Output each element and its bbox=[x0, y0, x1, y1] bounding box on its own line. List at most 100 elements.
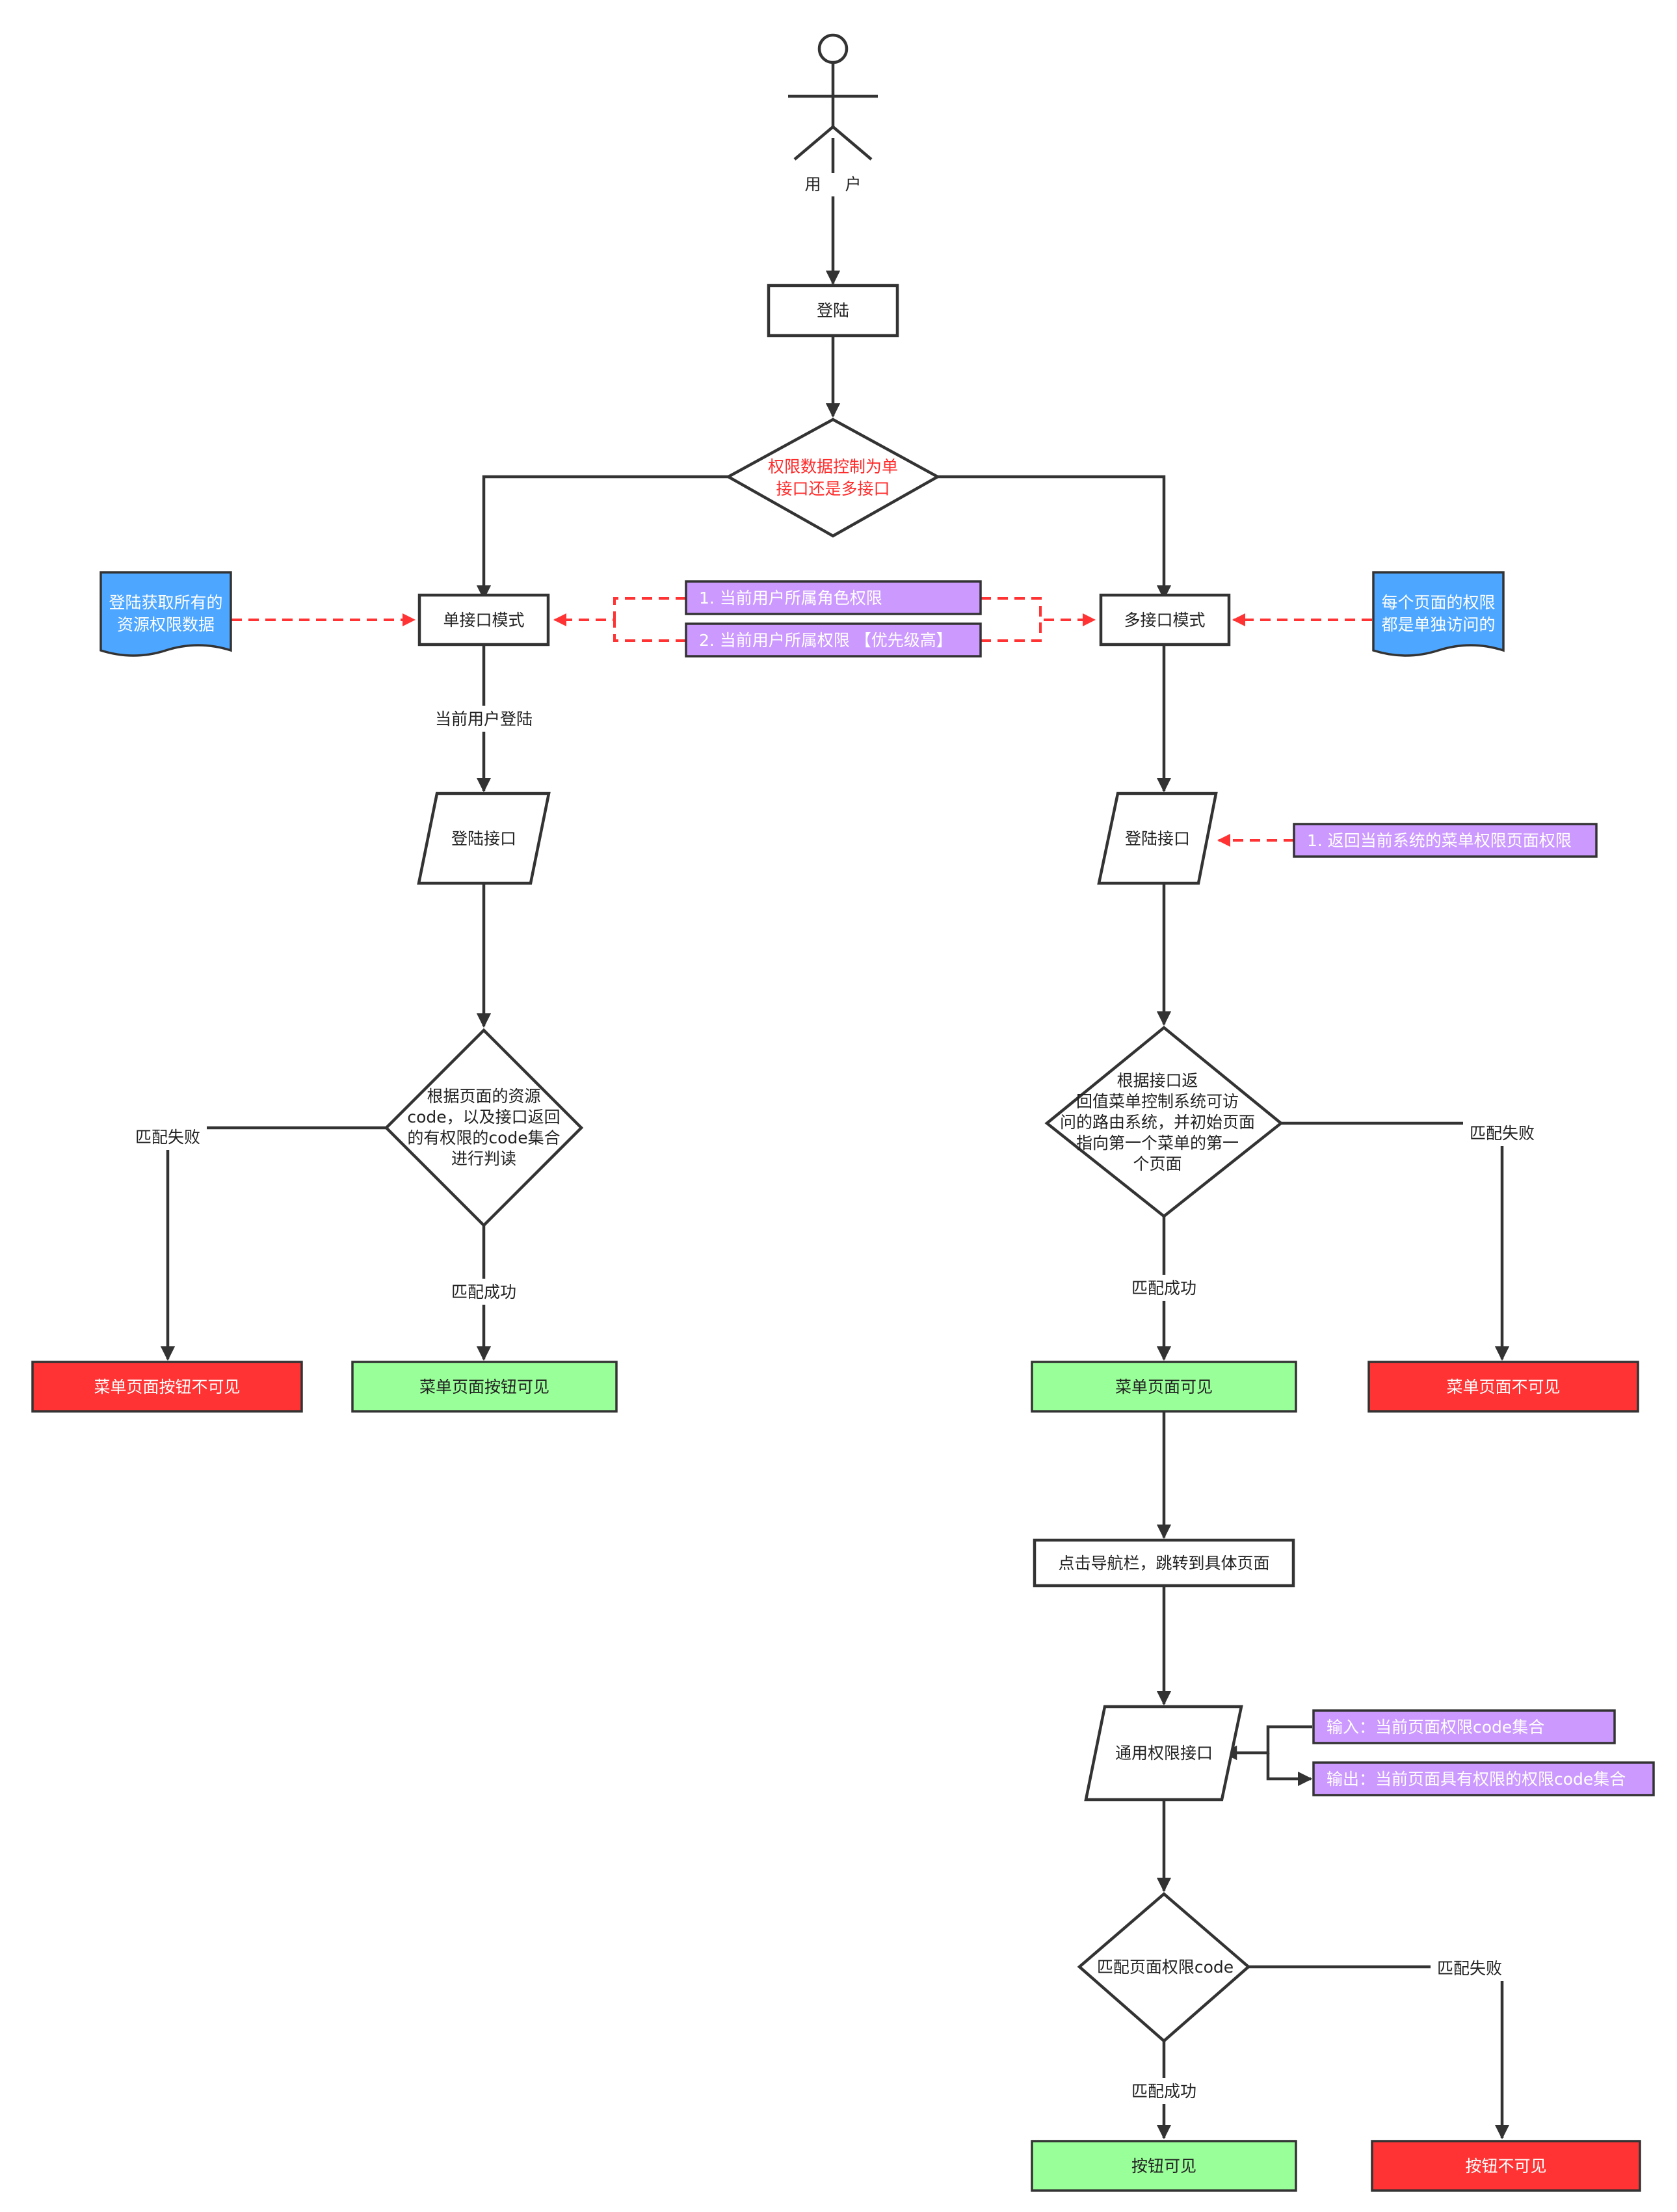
decision-line-2: 接口还是多接口 bbox=[776, 479, 890, 498]
single-mode-label: 单接口模式 bbox=[443, 611, 524, 630]
doc-left-line-1: 登陆获取所有的 bbox=[109, 593, 222, 612]
left-ok-rect bbox=[351, 1361, 618, 1413]
login-box bbox=[767, 284, 899, 338]
multi-mode-box bbox=[1099, 593, 1231, 646]
edge-decision-single bbox=[476, 475, 728, 600]
bottom-fail-label-bg bbox=[1431, 1955, 1509, 1981]
multi-mode-label: 多接口模式 bbox=[1124, 611, 1205, 630]
right-judge: 根据接口返 回值菜单控制系统可访 问的路由系统，并初始页面 指向第一个菜单的第一… bbox=[1044, 1026, 1284, 1218]
note-menu: 1. 返回当前系统的菜单权限页面权限 bbox=[1293, 823, 1598, 858]
left-fail-rect bbox=[31, 1361, 303, 1413]
actor-label-1: 用 bbox=[804, 175, 821, 194]
single-mode-box bbox=[417, 593, 550, 646]
edge-label-right-ok: 匹配成功 bbox=[1125, 1275, 1203, 1301]
edge-commonapi-output bbox=[1266, 1753, 1313, 1787]
note-role: 1. 当前用户所属角色权限 bbox=[685, 580, 982, 615]
left-judge-line-4: 进行判读 bbox=[451, 1149, 516, 1168]
current-user-login-bg bbox=[421, 706, 546, 732]
left-fail-text: 菜单页面按钮不可见 bbox=[94, 1378, 240, 1396]
match-code-diamond bbox=[1077, 1892, 1251, 2043]
decision-single-or-multi: 权限数据控制为单 接口还是多接口 bbox=[725, 418, 941, 538]
match-code-label: 匹配页面权限code bbox=[1097, 1958, 1234, 1977]
note-own: 2. 当前用户所属权限 【优先级高】 bbox=[685, 622, 982, 658]
left-fail-box: 菜单页面按钮不可见 bbox=[31, 1361, 303, 1413]
actor-label-bg bbox=[801, 173, 865, 196]
left-fail-label-bg bbox=[129, 1124, 207, 1150]
right-judge-line-2: 回值菜单控制系统可访 bbox=[1076, 1092, 1239, 1111]
edge-label-left-fail: 匹配失败 bbox=[129, 1124, 207, 1150]
node-login: 登陆 bbox=[767, 284, 899, 338]
edge-label-bottom-ok: 匹配成功 bbox=[1125, 2078, 1203, 2104]
note-role-label: 1. 当前用户所属角色权限 bbox=[699, 589, 882, 607]
note-input-label: 输入：当前页面权限code集合 bbox=[1327, 1718, 1544, 1737]
doc-left-shape bbox=[99, 571, 232, 657]
note-menu-box bbox=[1293, 823, 1598, 858]
actor-leg-right bbox=[832, 126, 873, 161]
btn-ok-rect bbox=[1031, 2140, 1297, 2192]
right-fail-label-bg bbox=[1463, 1120, 1541, 1146]
left-login-api-label: 登陆接口 bbox=[451, 829, 516, 848]
doc-left: 登陆获取所有的 资源权限数据 bbox=[99, 571, 232, 657]
right-fail-box: 菜单页面不可见 bbox=[1367, 1361, 1639, 1413]
dash-note-role-single bbox=[553, 597, 686, 626]
edge-label-bottom-fail: 匹配失败 bbox=[1431, 1955, 1509, 1981]
user-actor: 用 户 bbox=[788, 33, 878, 196]
match-code-decision: 匹配页面权限code bbox=[1077, 1892, 1251, 2043]
note-role-box bbox=[685, 580, 982, 615]
node-common-api: 通用权限接口 bbox=[1084, 1705, 1243, 1802]
nav-click-box bbox=[1033, 1538, 1295, 1588]
nav-click-label: 点击导航栏，跳转到具体页面 bbox=[1058, 1554, 1269, 1573]
right-fail-text: 菜单页面不可见 bbox=[1446, 1378, 1560, 1396]
left-ok-label-bg bbox=[445, 1279, 523, 1305]
bottom-ok-label-bg bbox=[1125, 2078, 1203, 2104]
right-judge-line-4: 指向第一个菜单的第一 bbox=[1076, 1134, 1239, 1153]
actor-label-2: 户 bbox=[845, 175, 861, 194]
right-ok-label-bg bbox=[1125, 1275, 1203, 1301]
bottom-fail-label: 匹配失败 bbox=[1437, 1959, 1502, 1978]
edge-match-fail bbox=[1248, 1965, 1510, 2140]
left-ok-text: 菜单页面按钮可见 bbox=[419, 1378, 549, 1396]
decision-line-1: 权限数据控制为单 bbox=[768, 457, 898, 476]
right-fail-label: 匹配失败 bbox=[1470, 1124, 1535, 1143]
login-label: 登陆 bbox=[817, 301, 849, 320]
edge-label-current-user-login: 当前用户登陆 bbox=[421, 706, 546, 732]
left-judge-line-3: 的有权限的code集合 bbox=[407, 1128, 560, 1147]
edge-judge-left-fail bbox=[160, 1126, 386, 1361]
actor-leg-left bbox=[793, 126, 834, 161]
decision-diamond bbox=[725, 418, 941, 538]
right-ok-rect bbox=[1031, 1361, 1297, 1413]
btn-ok-text: 按钮可见 bbox=[1131, 2157, 1196, 2176]
left-login-api-shape bbox=[417, 792, 551, 885]
left-judge-line-2: code，以及接口返回 bbox=[407, 1108, 560, 1126]
common-api-label: 通用权限接口 bbox=[1115, 1744, 1213, 1763]
edge-judge-right-fail bbox=[1281, 1121, 1510, 1361]
doc-right: 每个页面的权限 都是单独访问的 bbox=[1372, 571, 1505, 657]
left-fail-label: 匹配失败 bbox=[135, 1128, 200, 1147]
node-left-login-api: 登陆接口 bbox=[417, 792, 551, 885]
btn-fail-text: 按钮不可见 bbox=[1465, 2157, 1546, 2176]
doc-right-line-2: 都是单独访问的 bbox=[1381, 615, 1495, 634]
edge-input-commonapi bbox=[1222, 1725, 1312, 1761]
edge-label-left-ok: 匹配成功 bbox=[445, 1279, 523, 1305]
note-input: 输入：当前页面权限code集合 bbox=[1312, 1709, 1616, 1744]
left-ok-box: 菜单页面按钮可见 bbox=[351, 1361, 618, 1413]
right-login-api-label: 登陆接口 bbox=[1125, 829, 1190, 848]
edge-decision-multi bbox=[938, 475, 1172, 600]
right-judge-diamond bbox=[1044, 1026, 1284, 1218]
note-output-label: 输出：当前页面具有权限的权限code集合 bbox=[1327, 1770, 1626, 1789]
dash-note-own-multi bbox=[981, 620, 1042, 642]
actor-head-icon bbox=[817, 33, 849, 64]
note-own-box bbox=[685, 622, 982, 658]
note-menu-label: 1. 返回当前系统的菜单权限页面权限 bbox=[1307, 831, 1572, 850]
right-ok-text: 菜单页面可见 bbox=[1115, 1378, 1213, 1396]
right-login-api-shape bbox=[1097, 792, 1218, 885]
note-own-label: 2. 当前用户所属权限 【优先级高】 bbox=[699, 631, 953, 650]
right-judge-line-3: 问的路由系统，并初始页面 bbox=[1060, 1113, 1255, 1132]
left-judge-diamond bbox=[384, 1028, 584, 1228]
common-api-shape bbox=[1084, 1705, 1243, 1802]
btn-fail-rect bbox=[1371, 2140, 1641, 2192]
note-output-box bbox=[1312, 1761, 1655, 1796]
edge-label-right-fail: 匹配失败 bbox=[1463, 1120, 1541, 1146]
bottom-ok-label: 匹配成功 bbox=[1131, 2082, 1196, 2101]
